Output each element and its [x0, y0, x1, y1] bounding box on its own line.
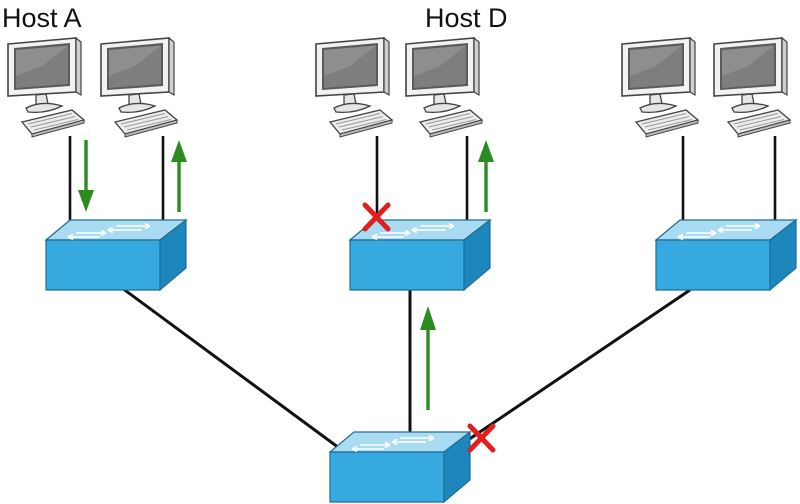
computer-icon[interactable] — [621, 37, 699, 138]
switch-icon[interactable] — [45, 219, 187, 291]
switch-icon[interactable] — [349, 219, 491, 291]
arrow-down-icon — [78, 140, 94, 212]
computer-icon[interactable] — [315, 37, 393, 138]
computer-icon[interactable] — [100, 37, 178, 138]
trunk-links — [121, 286, 691, 458]
computer-icon[interactable] — [713, 37, 791, 138]
computer-icon[interactable] — [405, 37, 483, 138]
traffic-arrows — [78, 140, 494, 410]
computer-icon[interactable] — [7, 37, 85, 138]
host-links — [68, 136, 777, 234]
blocked-x-icon — [467, 423, 496, 453]
arrow-up-icon — [478, 140, 494, 212]
arrow-up-icon — [420, 306, 436, 410]
link-left-to-core — [121, 286, 351, 458]
switch-icon[interactable] — [329, 431, 471, 503]
arrow-up-icon — [171, 140, 187, 212]
link-right-to-core — [467, 288, 691, 442]
host-a-label: Host A — [2, 3, 82, 33]
switch-icon[interactable] — [655, 219, 797, 291]
blocked-x-icon — [362, 202, 391, 232]
host-d-label: Host D — [425, 3, 508, 33]
